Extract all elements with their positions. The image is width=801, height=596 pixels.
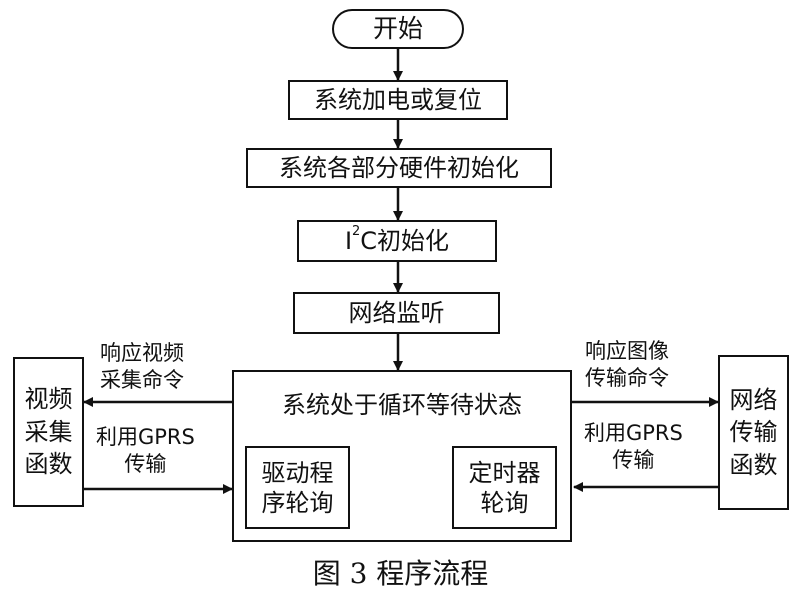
wait-state-label: 系统处于循环等待状态 [282,391,522,419]
timer-poll-label-line2: 轮询 [480,488,529,517]
network-listen-node: 网络监听 [293,292,500,334]
image-command-label: 响应图像 传输命令 [585,339,669,391]
net-func-label-line1: 网络 [729,385,778,414]
driver-poll-node: 驱动程 序轮询 [245,446,350,529]
timer-poll-node: 定时器 轮询 [452,446,557,529]
start-node: 开始 [332,9,464,49]
gprs-right-label: 利用GPRS 传输 [584,421,683,473]
figure-caption: 图 3 程序流程 [312,557,489,590]
video-func-label-line1: 视频 [24,385,73,414]
network-listen-label: 网络监听 [348,299,445,327]
gprs-left-label: 利用GPRS 传输 [96,425,195,477]
i2c-init-label: I2C初始化 [344,224,450,255]
video-func-label-line3: 函数 [24,450,73,479]
hardware-init-label: 系统各部分硬件初始化 [279,154,519,182]
i2c-init-node: I2C初始化 [297,220,497,262]
video-func-label-line2: 采集 [24,417,73,446]
power-reset-label: 系统加电或复位 [314,86,482,114]
timer-poll-label-line1: 定时器 [468,458,541,487]
power-reset-node: 系统加电或复位 [288,80,508,120]
network-transfer-function-node: 网络 传输 函数 [718,355,789,510]
driver-poll-label-line1: 驱动程 [261,458,334,487]
hardware-init-node: 系统各部分硬件初始化 [246,148,552,188]
video-capture-function-node: 视频 采集 函数 [13,357,84,507]
net-func-label-line2: 传输 [729,418,778,447]
net-func-label-line3: 函数 [729,450,778,479]
video-command-label: 响应视频 采集命令 [100,341,184,393]
start-label: 开始 [372,14,423,44]
driver-poll-label-line2: 序轮询 [261,488,334,517]
